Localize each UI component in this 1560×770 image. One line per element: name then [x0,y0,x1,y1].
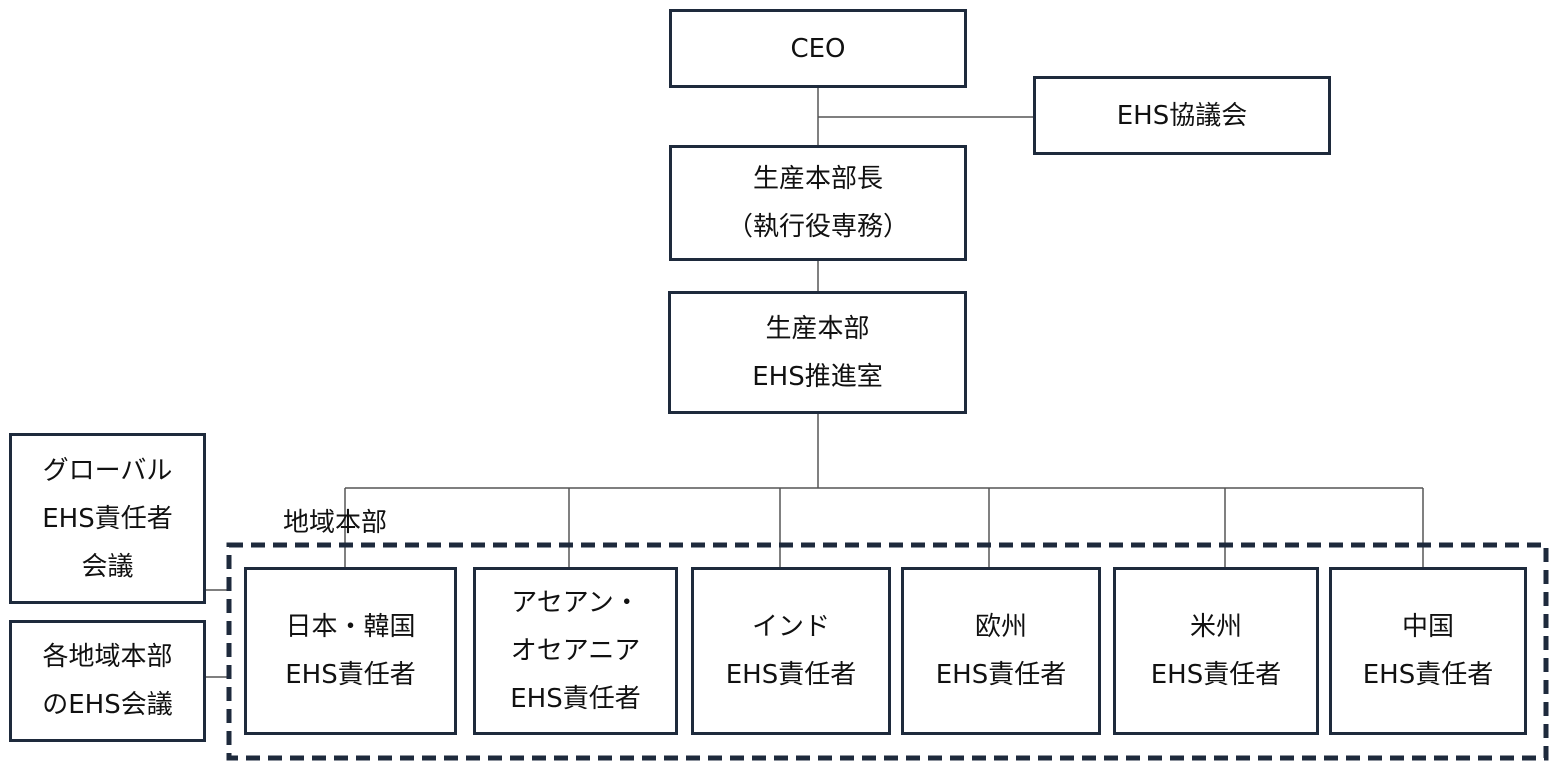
region-name: 日本・韓国 [285,612,416,642]
region-group-label: 地域本部 [283,508,388,538]
ehs-council-box: EHS協議会 [1033,76,1331,155]
region-name: 欧州 [974,612,1027,642]
regional-meeting-box: 各地域本部 のEHS会議 [9,620,206,742]
region-box-china: 中国 EHS責任者 [1329,567,1527,735]
region-role: EHS責任者 [1150,660,1282,690]
region-name: インド [751,612,830,642]
region-role: EHS責任者 [510,684,641,714]
production-head-box: 生産本部長 （執行役専務） [669,145,967,261]
region-name: 中国 [1401,612,1454,642]
ehs-office-line2: EHS推進室 [752,361,883,392]
region-role: EHS責任者 [1362,660,1494,690]
region-name-2: オセアニア [510,636,641,666]
global-meeting-line3: 会議 [81,551,134,582]
production-head-role: （執行役専務） [726,212,909,242]
region-role: EHS責任者 [935,660,1067,690]
region-name: 米州 [1189,612,1242,642]
region-box-europe: 欧州 EHS責任者 [901,567,1101,735]
global-meeting-box: グローバル EHS責任者 会議 [9,433,206,604]
ceo-label: CEO [790,33,846,64]
ehs-office-box: 生産本部 EHS推進室 [668,291,967,414]
region-name: アセアン・ [511,588,640,618]
global-meeting-line1: グローバル [42,455,173,486]
region-box-japan-korea: 日本・韓国 EHS責任者 [244,567,457,735]
ehs-council-label: EHS協議会 [1116,100,1248,131]
region-box-americas: 米州 EHS責任者 [1113,567,1319,735]
region-role: EHS責任者 [285,660,416,690]
region-box-asean-oceania: アセアン・ オセアニア EHS責任者 [473,567,678,735]
global-meeting-line2: EHS責任者 [42,503,173,534]
regional-meeting-line2: のEHS会議 [42,690,173,720]
region-box-india: インド EHS責任者 [691,567,891,735]
region-role: EHS責任者 [725,660,857,690]
production-head-title: 生産本部長 [752,164,883,194]
ceo-box: CEO [669,9,967,88]
region-group-frame [226,542,1549,761]
regional-meeting-line1: 各地域本部 [42,642,173,672]
ehs-office-line1: 生産本部 [765,313,870,344]
